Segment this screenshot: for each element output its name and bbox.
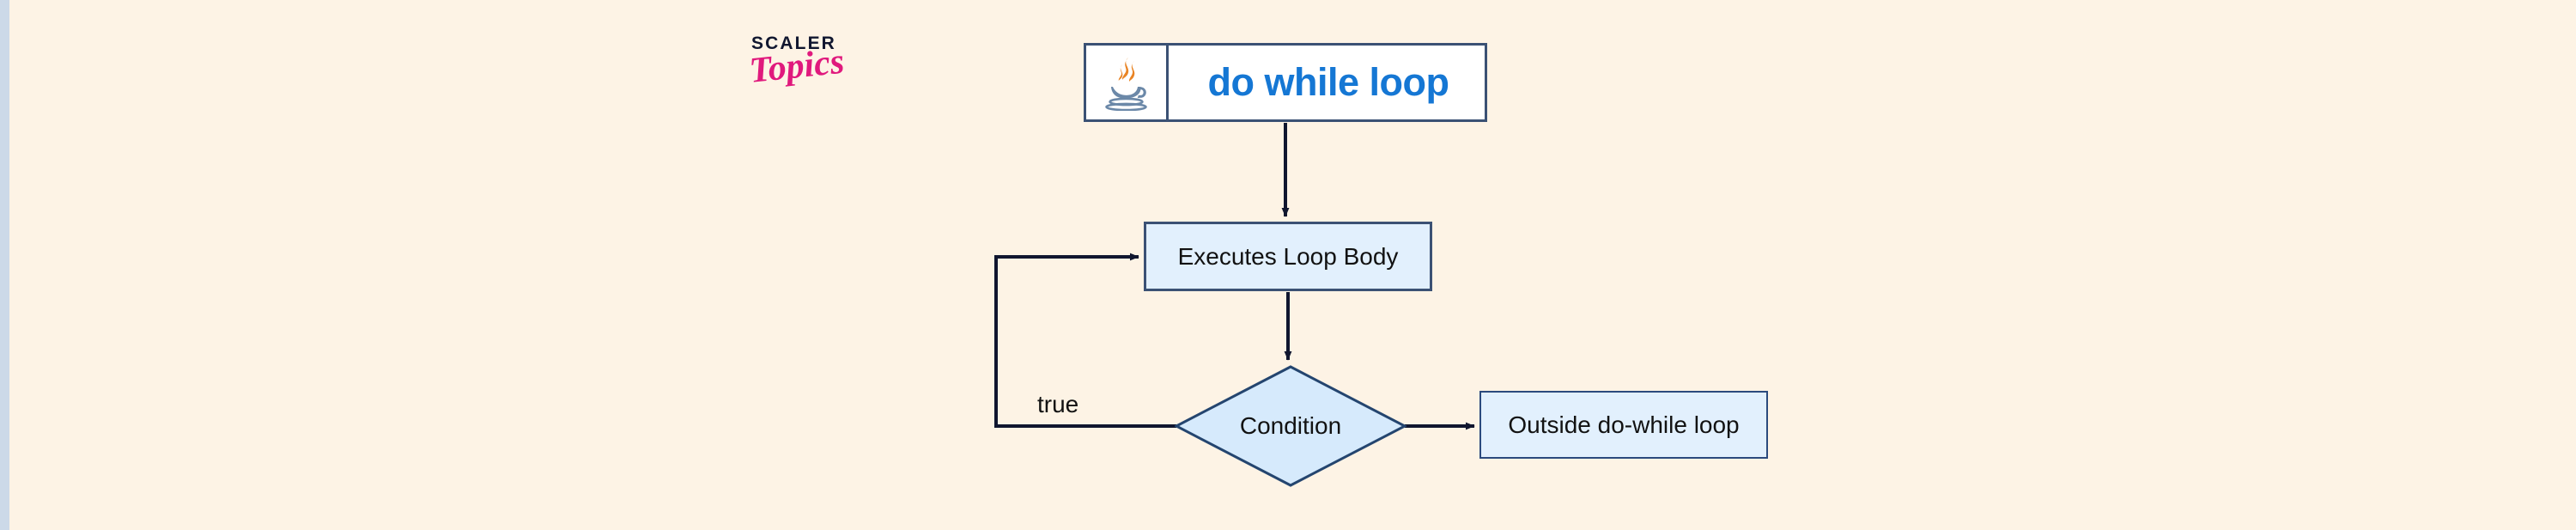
title-icon-cell — [1086, 46, 1169, 119]
node-outside-do-while-loop-label: Outside do-while loop — [1508, 411, 1740, 438]
left-gutter-strip — [0, 0, 9, 530]
diagram-title-text: do while loop — [1207, 60, 1449, 104]
node-outside-do-while-loop: Outside do-while loop — [1479, 391, 1768, 459]
node-condition-diamond — [1175, 365, 1406, 487]
logo-wordmark-scaler: SCALER — [751, 34, 836, 53]
title-text-cell: do while loop — [1169, 46, 1485, 119]
edge-label-true: true — [1037, 391, 1079, 417]
node-executes-loop-body: Executes Loop Body — [1144, 222, 1432, 291]
node-executes-loop-body-label: Executes Loop Body — [1177, 242, 1399, 270]
scaler-topics-logo: SCALER Topics — [748, 34, 906, 112]
java-coffee-cup-icon — [1104, 58, 1147, 111]
diagram-title-box: do while loop — [1084, 43, 1487, 122]
